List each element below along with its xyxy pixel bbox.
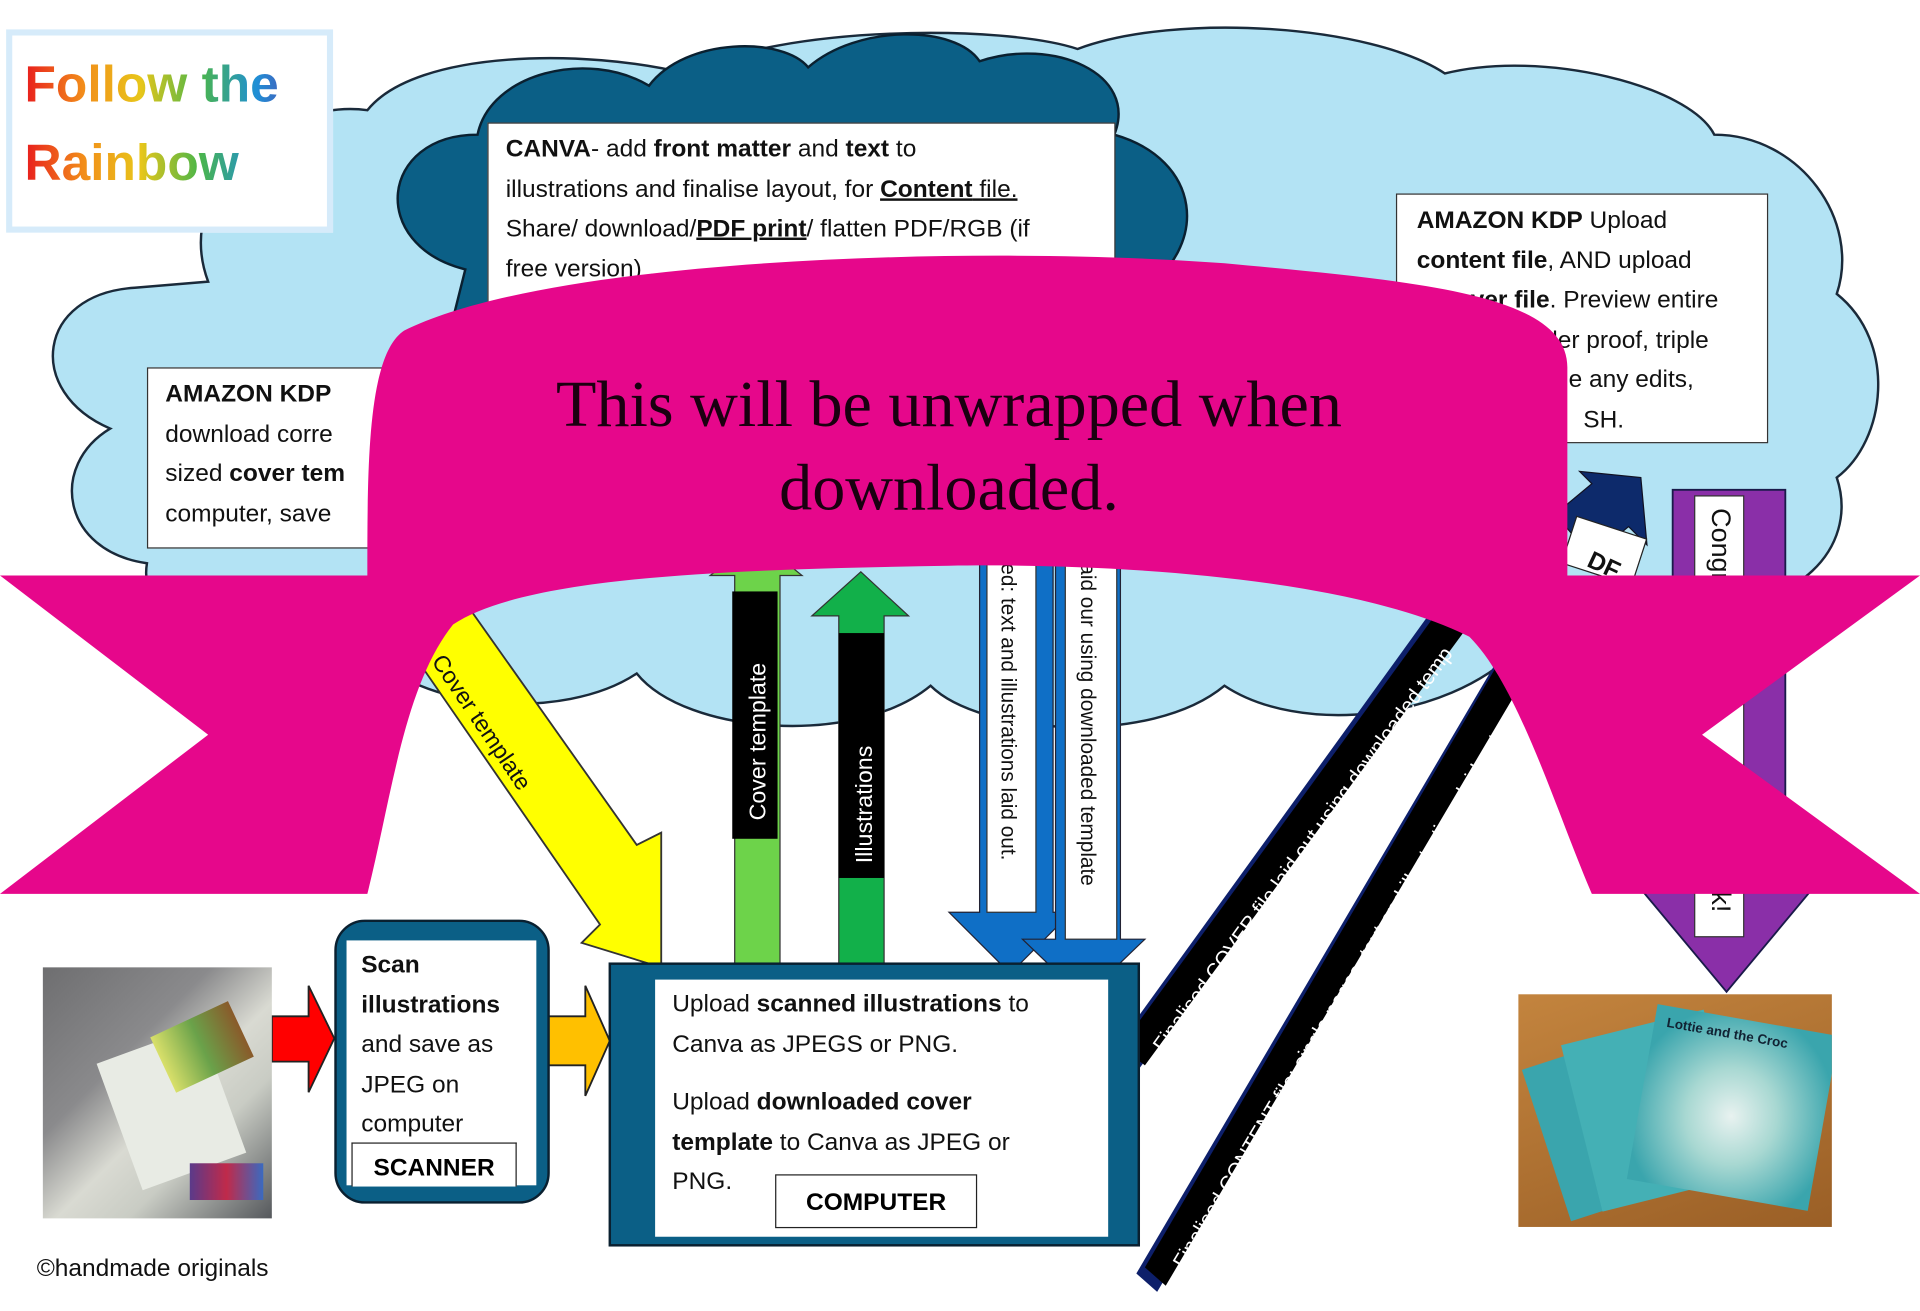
green-arrow-cover-label: Cover template — [744, 663, 770, 821]
text: template — [672, 1128, 773, 1156]
blue-arrow-content-label: ed: text and illustrations laid out. — [997, 563, 1020, 860]
canva-label: CANVA — [505, 135, 591, 163]
text: file. — [972, 175, 1018, 203]
text: SH. — [1583, 405, 1625, 433]
text: and save as — [361, 1031, 494, 1058]
text: Canva as JPEGS or PNG. — [672, 1030, 959, 1058]
purple-arrow-label-top: Congr — [1706, 508, 1736, 581]
purple-arrow-label-bottom: k! — [1706, 891, 1736, 912]
orange-arrow — [547, 985, 611, 1097]
text: to — [1001, 990, 1029, 1018]
title-line-2: Rainbow — [24, 124, 314, 202]
text: - add — [590, 135, 654, 163]
text: and — [791, 135, 846, 163]
text: Upload — [672, 1088, 757, 1116]
blue-arrow-cover-label: aid our using downloaded template — [1076, 563, 1099, 886]
green-arrow-cover: Cover template — [708, 537, 804, 968]
scanner-tag: SCANNER — [351, 1142, 517, 1187]
text: Scan — [361, 951, 420, 979]
text: illustrations and finalise layout, for — [505, 175, 881, 203]
text: download corre — [165, 420, 333, 448]
text: der proof, triple — [1544, 326, 1709, 354]
text: sized — [165, 460, 230, 488]
text: , AND upload — [1547, 246, 1692, 274]
green-arrow-illustrations-label: Illustrations — [851, 746, 877, 864]
text: computer — [361, 1110, 464, 1138]
text: Upload — [672, 990, 757, 1018]
text: cover tem — [229, 460, 346, 488]
ribbon-banner — [0, 255, 1920, 894]
title-box: Follow the Rainbow — [6, 29, 334, 233]
text: front matter — [653, 135, 792, 163]
green-arrow-illustrations: Illustrations — [810, 571, 911, 968]
ribbon-line-2: downloaded. — [779, 450, 1119, 525]
text: AMAZON KDP — [1416, 206, 1583, 234]
text: scanned illustrations — [756, 990, 1002, 1018]
text: PDF print — [696, 215, 807, 243]
title-line-1: Follow the — [24, 45, 314, 123]
text: JPEG on — [361, 1070, 460, 1098]
text: to — [889, 135, 917, 163]
text: Upload — [1582, 206, 1668, 234]
text: / flatten PDF/RGB (if — [806, 215, 1030, 243]
blue-arrow-content: ed: text and illustrations laid out. — [947, 556, 1073, 975]
painting-photo — [42, 967, 272, 1219]
ribbon-message: This will be unwrapped when downloaded. — [367, 362, 1530, 529]
blue-arrow-cover: aid our using downloaded template — [1020, 556, 1147, 999]
computer-tag: COMPUTER — [775, 1174, 978, 1229]
copyright-credit: ©handmade originals — [36, 1255, 269, 1283]
text: computer, save — [165, 500, 332, 528]
text: AMAZON KDP — [165, 380, 332, 408]
text: . Preview entire — [1549, 286, 1719, 314]
text: content file — [1416, 246, 1548, 274]
text: downloaded cover — [756, 1088, 972, 1116]
red-arrow — [270, 985, 336, 1093]
text: e any edits, — [1568, 366, 1694, 394]
text: to Canva as JPEG or — [772, 1128, 1010, 1156]
text: text — [845, 135, 890, 163]
text: Share/ download/ — [505, 215, 697, 243]
ribbon-line-1: This will be unwrapped when — [555, 367, 1342, 441]
text: PNG. — [672, 1168, 733, 1196]
kdp-template-box: AMAZON KDP download corre sized cover te… — [146, 367, 392, 549]
book-photo: Lottie and the Croc — [1518, 994, 1832, 1227]
text: Content — [880, 175, 973, 203]
text: illustrations — [361, 991, 501, 1019]
